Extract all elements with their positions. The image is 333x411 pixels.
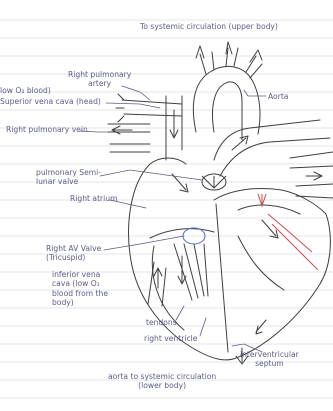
- leader-aorta: [244, 90, 266, 96]
- leader-interventricular-septum: [232, 344, 262, 352]
- leader-tendons: [176, 306, 184, 320]
- leader-superior-vena-cava: [106, 103, 160, 108]
- leader-right-atrium: [110, 200, 146, 208]
- leader-right-pulmonary-artery: [122, 86, 150, 100]
- leader-right-av-valve: [104, 236, 184, 250]
- leader-pulmonary-semilunar-valve: [100, 170, 202, 180]
- leader-right-ventricle: [200, 318, 206, 336]
- leader-right-pulmonary-vein: [80, 131, 108, 132]
